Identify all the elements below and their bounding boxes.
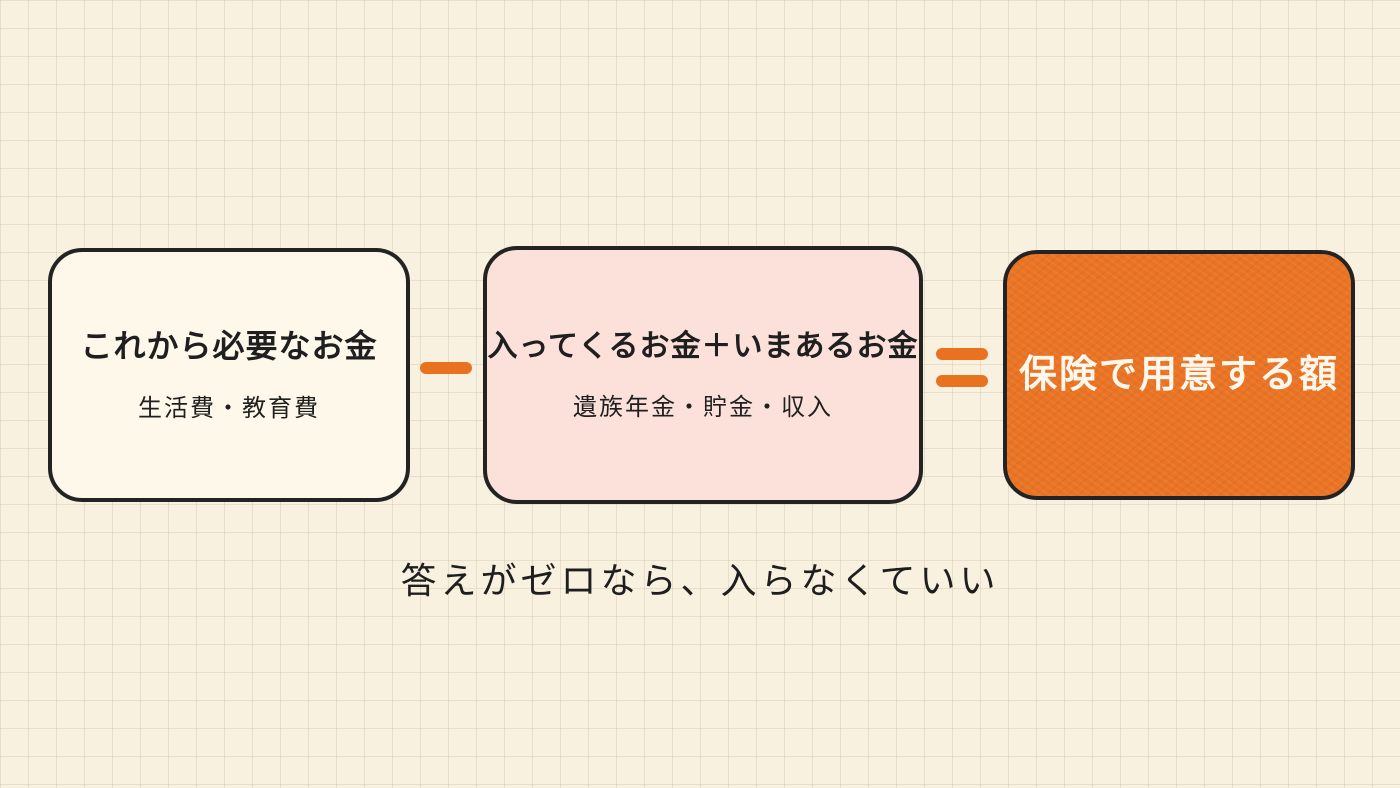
insurance-amount-box: 保険で用意する額 bbox=[1003, 250, 1355, 500]
equals-operator-bottom-bar bbox=[936, 375, 988, 387]
needed-money-subtitle: 生活費・教育費 bbox=[138, 393, 320, 422]
insurance-amount-title: 保険で用意する額 bbox=[1018, 352, 1339, 397]
incoming-money-box: 入ってくるお金＋いまあるお金 遺族年金・貯金・収入 bbox=[483, 246, 923, 504]
equals-operator-top-bar bbox=[936, 348, 988, 360]
incoming-money-title: 入ってくるお金＋いまあるお金 bbox=[487, 328, 919, 364]
minus-operator bbox=[420, 362, 472, 374]
needed-money-box: これから必要なお金 生活費・教育費 bbox=[48, 248, 410, 502]
conclusion-caption: 答えがゼロなら、入らなくていい bbox=[400, 561, 1000, 602]
needed-money-title: これから必要なお金 bbox=[80, 327, 378, 366]
incoming-money-subtitle: 遺族年金・貯金・収入 bbox=[573, 392, 833, 421]
